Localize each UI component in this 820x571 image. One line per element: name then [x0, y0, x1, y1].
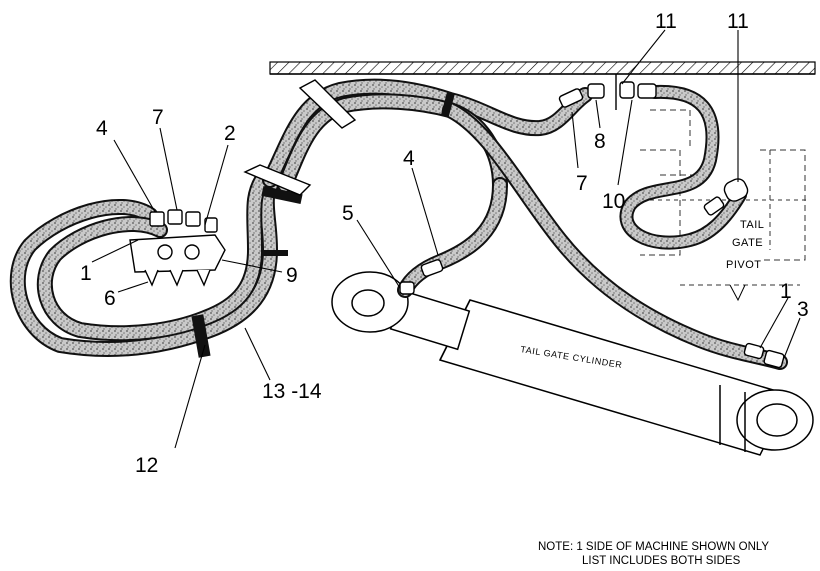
hose-to-cylinder-rod — [397, 177, 508, 298]
callout-4-left: 4 — [96, 117, 108, 140]
hose-brackets — [243, 79, 357, 196]
hose-to-pivot — [619, 84, 747, 250]
leader-lines — [91, 29, 801, 449]
tail-gate-cylinder — [331, 271, 814, 456]
callout-7-right: 7 — [576, 172, 588, 195]
callout-12: 12 — [135, 454, 158, 477]
hose-clamps — [191, 91, 455, 358]
manifold-block — [129, 209, 226, 287]
callout-10: 10 — [602, 190, 625, 213]
callout-5: 5 — [342, 202, 354, 225]
label-pivot: PIVOT — [726, 259, 762, 271]
callout-11-left: 11 — [655, 10, 677, 33]
label-gate: GATE — [732, 237, 763, 249]
label-tail: TAIL — [740, 219, 764, 231]
callout-numbers: 4 7 2 1 6 9 12 13 -14 5 4 7 8 10 11 11 1… — [80, 10, 809, 477]
callout-2: 2 — [224, 122, 236, 145]
callout-3: 3 — [797, 298, 809, 321]
fittings-upper — [399, 74, 785, 369]
note-line-1: NOTE: 1 SIDE OF MACHINE SHOWN ONLY — [538, 541, 770, 553]
callout-8: 8 — [594, 130, 606, 153]
tail-gate-pivot-structure — [640, 109, 810, 302]
machine-frame — [269, 61, 816, 75]
callout-13-14: 13 -14 — [262, 380, 322, 403]
machine-note: NOTE: 1 SIDE OF MACHINE SHOWN ONLY LIST … — [520, 540, 815, 568]
note-line-2: LIST INCLUDES BOTH SIDES — [582, 555, 741, 567]
callout-9: 9 — [286, 264, 298, 287]
callout-4-right: 4 — [403, 147, 415, 170]
callout-6: 6 — [104, 287, 116, 310]
callout-11-right: 11 — [727, 10, 749, 33]
callout-1-left: 1 — [80, 262, 92, 285]
callout-7-left: 7 — [152, 106, 164, 129]
hose-to-cylinder-base — [442, 102, 788, 370]
callout-1-right: 1 — [780, 280, 792, 303]
